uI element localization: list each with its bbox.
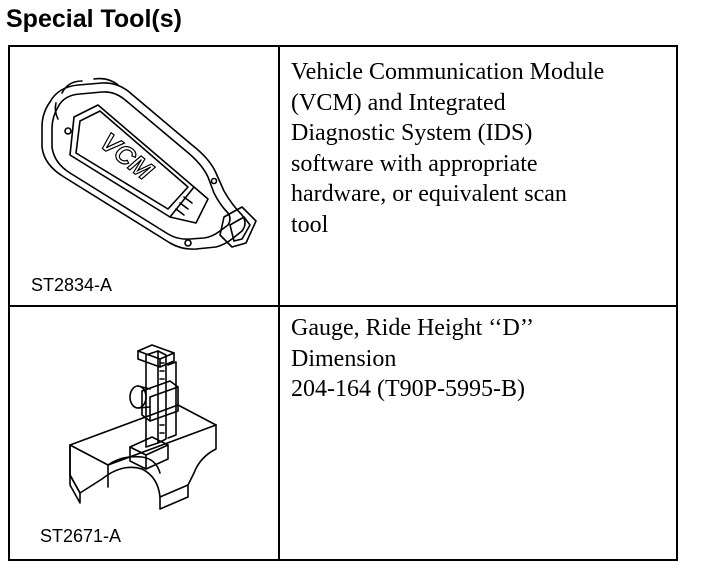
description-line: 204-164 (T90P-5995-B) — [291, 376, 525, 402]
special-tools-table: VCM ST2834-A Vehicle Communication Modul… — [8, 45, 678, 561]
description-line: (VCM) and Integrated — [291, 89, 506, 116]
description-line: Dimension — [291, 345, 397, 372]
description-line: software with appropriate — [291, 150, 538, 177]
tool-image-cell-vcm: VCM ST2834-A — [10, 47, 278, 305]
tool-description-gauge: Gauge, Ride Height ‘‘D’’ Dimension 204-1… — [291, 313, 675, 405]
description-line: Diagnostic System (IDS) — [291, 120, 533, 146]
description-line: tool — [291, 211, 329, 238]
vcm-module-illustration: VCM — [41, 77, 257, 250]
tool-image-cell-gauge: ST2671-A — [10, 307, 278, 559]
description-line: hardware, or equivalent scan — [291, 181, 567, 207]
description-line: Vehicle Communication Module — [291, 59, 605, 85]
column-divider — [278, 47, 280, 559]
row-divider — [10, 305, 676, 307]
page-title: Special Tool(s) — [6, 5, 182, 33]
tool-description-vcm: Vehicle Communication Module (VCM) and I… — [291, 57, 675, 240]
tool-code-label: ST2834-A — [31, 275, 113, 295]
tool-code-label: ST2671-A — [40, 526, 122, 546]
description-line: Gauge, Ride Height ‘‘D’’ — [291, 315, 535, 341]
ride-height-gauge-illustration — [69, 344, 217, 510]
